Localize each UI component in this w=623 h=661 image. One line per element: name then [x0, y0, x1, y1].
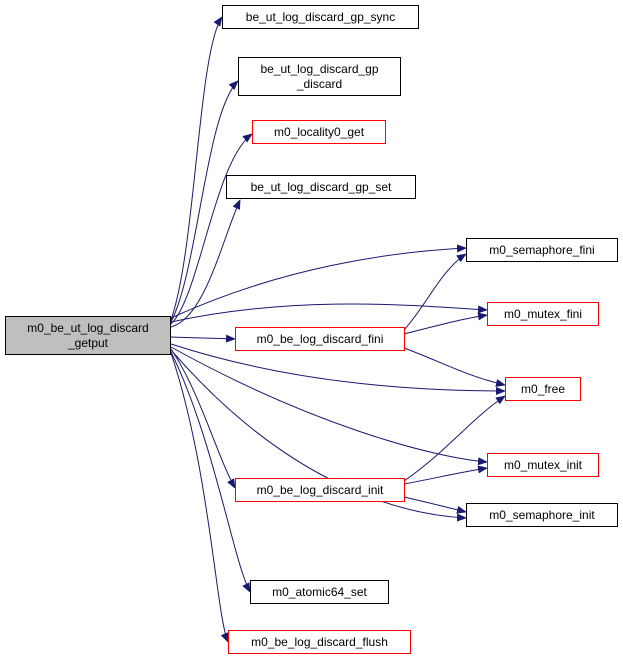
- node-discard_init[interactable]: m0_be_log_discard_init: [235, 478, 405, 502]
- node-discard_init-label: m0_be_log_discard_init: [256, 482, 384, 497]
- node-getput-label: _getput: [67, 335, 109, 350]
- node-gp_sync[interactable]: be_ut_log_discard_gp_sync: [222, 5, 419, 29]
- edge-getput-to-gp_sync: [170, 16, 223, 321]
- node-getput: m0_be_ut_log_discard_getput: [5, 316, 171, 355]
- edge-discard_init-to-free: [403, 395, 506, 482]
- edge-getput-to-flush: [170, 352, 229, 643]
- node-locality0_get[interactable]: m0_locality0_get: [252, 120, 386, 144]
- edge-getput-to-mutex_fini: [170, 303, 488, 323]
- node-semaphore_fini[interactable]: m0_semaphore_fini: [466, 238, 618, 262]
- edge-discard_fini-to-mutex_fini: [403, 312, 488, 335]
- edge-getput-to-atomic64_set: [170, 351, 251, 593]
- node-semaphore_init-label: m0_semaphore_init: [489, 507, 595, 522]
- edge-getput-to-locality0_get: [170, 133, 253, 325]
- node-mutex_fini-label: m0_mutex_fini: [503, 306, 583, 321]
- node-free[interactable]: m0_free: [505, 377, 581, 401]
- edge-discard_init-to-mutex_init: [403, 465, 488, 485]
- edge-getput-to-discard_fini: [170, 334, 236, 343]
- node-gp_discard[interactable]: be_ut_log_discard_gp_discard: [238, 57, 401, 96]
- node-free-label: m0_free: [520, 381, 566, 396]
- node-gp_sync-label: be_ut_log_discard_gp_sync: [245, 9, 396, 24]
- node-gp_discard-label: be_ut_log_discard_gp: [260, 61, 379, 76]
- node-semaphore_fini-label: m0_semaphore_fini: [489, 242, 595, 257]
- edge-discard_fini-to-semaphore_fini: [403, 253, 467, 331]
- node-atomic64_set[interactable]: m0_atomic64_set: [250, 580, 389, 604]
- node-flush-label: m0_be_log_discard_flush: [251, 634, 388, 649]
- edge-group: [170, 16, 506, 643]
- node-gp_set[interactable]: be_ut_log_discard_gp_set: [226, 175, 416, 199]
- node-gp_set-label: be_ut_log_discard_gp_set: [250, 179, 392, 194]
- edge-getput-to-gp_discard: [170, 80, 239, 323]
- node-mutex_init-label: m0_mutex_init: [503, 457, 583, 472]
- node-locality0_get-label: m0_locality0_get: [273, 124, 365, 139]
- edge-discard_fini-to-free: [403, 347, 506, 387]
- edge-getput-to-free: [170, 343, 506, 395]
- node-flush[interactable]: m0_be_log_discard_flush: [228, 630, 411, 654]
- node-getput-label: m0_be_ut_log_discard: [27, 320, 149, 335]
- edge-getput-to-discard_init: [170, 348, 236, 489]
- node-atomic64_set-label: m0_atomic64_set: [272, 584, 367, 599]
- edge-getput-to-mutex_init: [170, 346, 488, 466]
- edge-getput-to-gp_set: [170, 199, 241, 328]
- node-discard_fini-label: m0_be_log_discard_fini: [256, 331, 384, 346]
- node-gp_discard-label: _discard: [296, 76, 343, 91]
- node-semaphore_init[interactable]: m0_semaphore_init: [466, 503, 618, 527]
- node-discard_fini[interactable]: m0_be_log_discard_fini: [235, 327, 405, 351]
- node-mutex_init[interactable]: m0_mutex_init: [487, 453, 599, 477]
- edge-getput-to-semaphore_fini: [170, 244, 467, 319]
- edge-discard_init-to-semaphore_init: [403, 496, 467, 514]
- node-mutex_fini[interactable]: m0_mutex_fini: [487, 302, 599, 326]
